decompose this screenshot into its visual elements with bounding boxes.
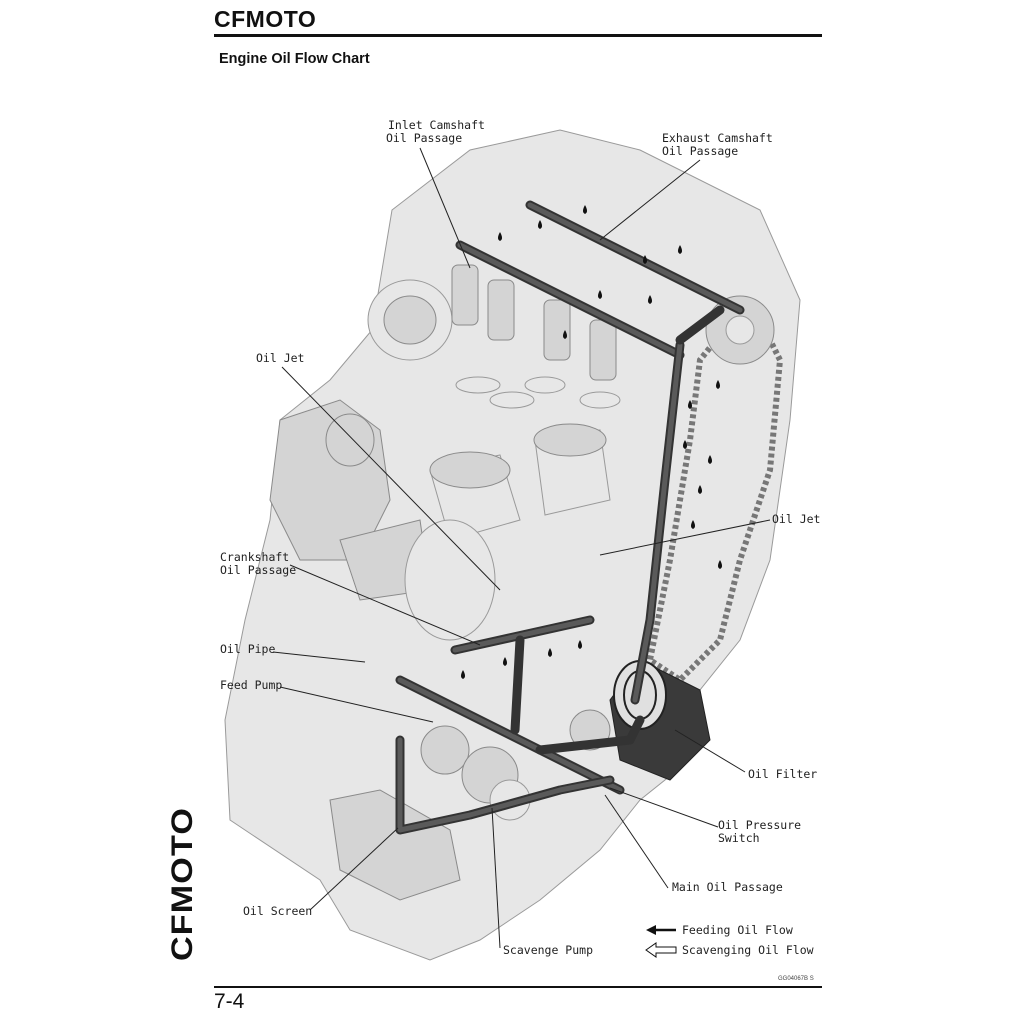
footer-rule — [214, 986, 822, 988]
label-inlet-camshaft-line1: Inlet Camshaft — [388, 118, 485, 132]
valve-springs — [451, 264, 621, 409]
label-feed-pump: Feed Pump — [220, 678, 282, 692]
cfmoto-side-logo: CFMOTO — [168, 807, 198, 961]
label-oil-jet-right: Oil Jet — [772, 512, 820, 526]
label-oil-pressure-line1: Oil Pressure — [718, 818, 801, 832]
scavenging-arrow-icon — [645, 942, 677, 958]
engine-illustration — [224, 129, 801, 961]
section-title: Engine Oil Flow Chart — [219, 51, 370, 67]
feeding-arrow-icon — [646, 925, 676, 935]
figure-code: GG04067B S — [778, 976, 814, 982]
label-oil-pressure-line2: Switch — [718, 831, 760, 845]
brand-header: CFMOTO — [214, 6, 317, 32]
side-logo-text: CFMOTO — [168, 807, 198, 961]
label-exhaust-camshaft-line2: Oil Passage — [662, 144, 738, 158]
oil-drops — [461, 205, 722, 679]
label-inlet-camshaft-line2: Oil Passage — [386, 131, 462, 145]
header-rule — [214, 34, 822, 37]
label-oil-screen: Oil Screen — [243, 904, 312, 918]
label-crankshaft-line1: Crankshaft — [220, 550, 289, 564]
label-crankshaft-line2: Oil Passage — [220, 563, 296, 577]
label-exhaust-camshaft-line1: Exhaust Camshaft — [662, 131, 773, 145]
callout-labels: Inlet Camshaft Oil Passage Exhaust Camsh… — [220, 118, 820, 957]
label-main-oil-passage: Main Oil Passage — [672, 880, 783, 894]
label-oil-jet-left: Oil Jet — [256, 351, 304, 365]
page-number: 7-4 — [214, 990, 245, 1013]
legend: Feeding Oil Flow Scavenging Oil Flow — [645, 923, 814, 958]
label-oil-pipe: Oil Pipe — [220, 642, 275, 656]
legend-scavenging-label: Scavenging Oil Flow — [682, 943, 814, 957]
legend-feeding-label: Feeding Oil Flow — [682, 923, 793, 937]
oil-passages — [395, 200, 745, 835]
label-scavenge-pump: Scavenge Pump — [503, 943, 593, 957]
leader-lines — [272, 147, 771, 949]
label-oil-filter: Oil Filter — [748, 767, 817, 781]
